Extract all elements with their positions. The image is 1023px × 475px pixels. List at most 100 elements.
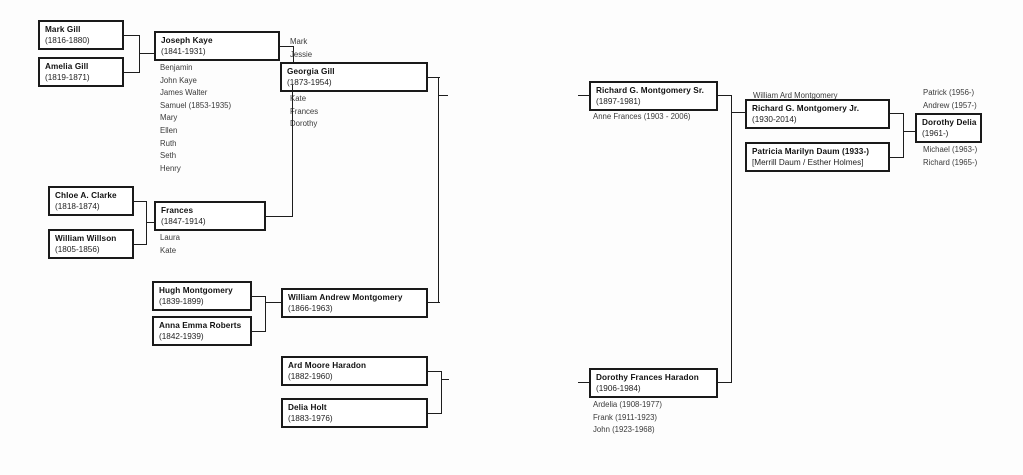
connector-h — [280, 46, 294, 48]
richard-jr-siblings-above: William Ard Montgomery — [753, 90, 838, 103]
node-name: Amelia Gill — [45, 62, 89, 71]
connector-v — [441, 371, 443, 414]
node-name: Hugh Montgomery — [159, 286, 233, 295]
node-name: Anna Emma Roberts — [159, 321, 242, 330]
sibling-name: Patrick (1956-) — [923, 88, 975, 97]
node-name: William Willson — [55, 234, 117, 243]
connector-h — [134, 201, 147, 203]
sibling-name: Michael (1963-) — [923, 145, 978, 154]
sibling-name: Anne Frances (1903 - 2006) — [593, 112, 691, 121]
node-dates: (1805-1856) — [55, 245, 100, 255]
node-dates: (1897-1981) — [596, 97, 641, 107]
connector-h — [428, 413, 442, 415]
node-dates: (1818-1874) — [55, 202, 100, 212]
connector-h — [252, 331, 266, 333]
node-frances[interactable]: Frances (1847-1914) — [154, 201, 266, 231]
node-dates: [Merrill Daum / Esther Holmes] — [752, 158, 864, 168]
connector-h — [428, 371, 442, 373]
connector-h — [578, 382, 590, 384]
node-dates: (1841-1931) — [161, 47, 206, 57]
sibling-name: Dorothy — [290, 119, 318, 129]
node-georgia-gill[interactable]: Georgia Gill (1873-1954) — [280, 62, 428, 92]
node-ard-moore-haradon[interactable]: Ard Moore Haradon (1882-1960) — [281, 356, 428, 386]
sibling-name: Frank (1911-1923) — [593, 412, 657, 422]
connector-v — [731, 95, 733, 382]
dorothy-delia-siblings-above: Patrick (1956-) Andrew (1957-) — [923, 87, 977, 112]
connector-h — [428, 77, 440, 79]
connector-v — [292, 85, 294, 217]
node-name: Dorothy Frances Haradon — [596, 373, 699, 382]
connector-h — [139, 53, 155, 55]
connector-v — [438, 77, 440, 302]
node-william-andrew-montgomery[interactable]: William Andrew Montgomery (1866-1963) — [281, 288, 428, 318]
dorothy-delia-siblings-below: Michael (1963-)Richard (1965-) — [923, 144, 977, 169]
node-mark-gill[interactable]: Mark Gill (1816-1880) — [38, 20, 124, 50]
node-richard-montgomery-jr[interactable]: Richard G. Montgomery Jr. (1930-2014) — [745, 99, 890, 129]
connector-h — [890, 157, 904, 159]
connector-h — [890, 113, 904, 115]
sibling-name: John Kaye — [160, 75, 197, 85]
sibling-name: Kate — [160, 245, 177, 255]
node-dates: (1883-1976) — [288, 414, 333, 424]
node-hugh-montgomery[interactable]: Hugh Montgomery (1839-1899) — [152, 281, 252, 311]
node-name: Dorothy Delia — [922, 118, 977, 127]
node-dates: (1873-1954) — [287, 78, 332, 88]
connector-h — [903, 131, 916, 133]
node-richard-montgomery-sr[interactable]: Richard G. Montgomery Sr. (1897-1981) — [589, 81, 718, 111]
node-delia-holt[interactable]: Delia Holt (1883-1976) — [281, 398, 428, 428]
node-chloe-clarke[interactable]: Chloe A. Clarke (1818-1874) — [48, 186, 134, 216]
node-name: Ard Moore Haradon — [288, 361, 367, 370]
node-name: Chloe A. Clarke — [55, 191, 117, 200]
connector-v — [903, 113, 905, 158]
connector-h — [731, 112, 745, 114]
node-name: Richard G. Montgomery Jr. — [752, 104, 860, 113]
node-dorothy-delia[interactable]: Dorothy Delia (1961-) — [915, 113, 982, 143]
connector-h — [266, 216, 293, 218]
sibling-name: Andrew (1957-) — [923, 100, 977, 110]
connector-h — [441, 379, 449, 381]
node-dates: (1819-1871) — [45, 73, 90, 83]
sibling-name: Mary — [160, 113, 178, 123]
connector-h — [265, 302, 282, 304]
sibling-name: Ellen — [160, 125, 178, 135]
node-anna-emma-roberts[interactable]: Anna Emma Roberts (1842-1939) — [152, 316, 252, 346]
node-patricia-marilyn-daum[interactable]: Patricia Marilyn Daum (1933-) [Merrill D… — [745, 142, 890, 172]
node-amelia-gill[interactable]: Amelia Gill (1819-1871) — [38, 57, 124, 87]
node-name: Richard G. Montgomery Sr. — [596, 86, 705, 95]
node-dates: (1961-) — [922, 129, 949, 139]
sibling-name: Benjamin — [160, 63, 193, 72]
richard-sr-siblings-list: Anne Frances (1903 - 2006) — [593, 111, 691, 124]
sibling-name: Frances — [290, 106, 319, 116]
connector-h — [134, 244, 147, 246]
sibling-name: William Ard Montgomery — [753, 91, 838, 100]
node-william-willson[interactable]: William Willson (1805-1856) — [48, 229, 134, 259]
node-dates: (1816-1880) — [45, 36, 90, 46]
node-dates: (1906-1984) — [596, 384, 641, 394]
node-dates: (1882-1960) — [288, 372, 333, 382]
connector-h — [718, 382, 732, 384]
connector-h — [124, 35, 140, 37]
node-joseph-kaye[interactable]: Joseph Kaye (1841-1931) — [154, 31, 280, 61]
node-name: William Andrew Montgomery — [288, 293, 403, 302]
node-name: Frances — [161, 206, 194, 215]
sibling-name: Laura — [160, 233, 180, 242]
node-dates: (1930-2014) — [752, 115, 797, 125]
node-name: Joseph Kaye — [161, 36, 213, 45]
node-dates: (1866-1963) — [288, 304, 333, 314]
node-dorothy-frances-haradon[interactable]: Dorothy Frances Haradon (1906-1984) — [589, 368, 718, 398]
sibling-name: Jessie — [290, 49, 313, 59]
sibling-name: John (1923-1968) — [593, 425, 655, 435]
node-dates: (1847-1914) — [161, 217, 206, 227]
connector-h — [578, 95, 590, 97]
sibling-name: James Walter — [160, 88, 208, 98]
connector-h — [718, 95, 732, 97]
node-name: Patricia Marilyn Daum (1933-) — [752, 147, 870, 156]
sibling-name: Seth — [160, 151, 177, 161]
node-name: Delia Holt — [288, 403, 327, 412]
node-name: Georgia Gill — [287, 67, 335, 76]
connector-h — [146, 222, 155, 224]
